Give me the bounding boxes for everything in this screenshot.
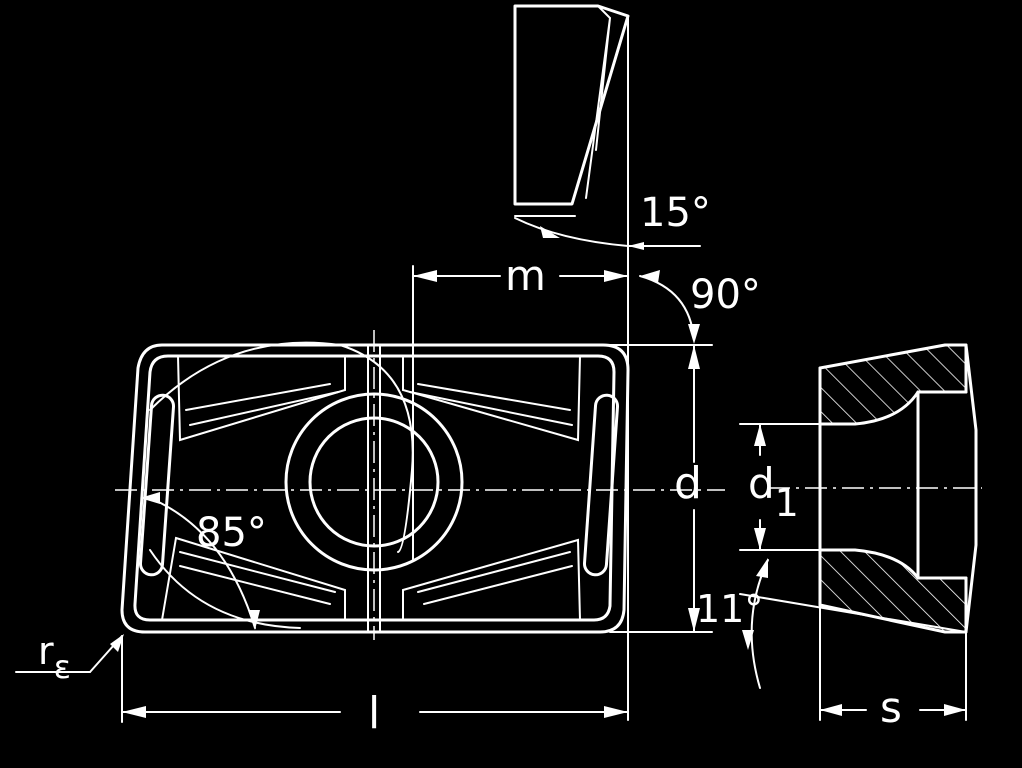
angle-11-reference-line: [739, 593, 967, 633]
m-arrow-right: [604, 270, 628, 282]
s-arrow-right: [944, 704, 966, 716]
r-epsilon-sub: ε: [54, 648, 71, 686]
angle-15-arc: [514, 217, 629, 247]
angle-85-arc: [149, 497, 256, 629]
dim-m-label: m: [505, 251, 546, 300]
d-arrow-bottom: [688, 608, 700, 632]
d1-arrow-bottom: [754, 528, 766, 550]
dim-d-label: d: [674, 458, 702, 509]
m-arrow-left: [413, 270, 437, 282]
dimension-l: l: [121, 635, 629, 739]
angle-90: 90°: [639, 270, 761, 344]
angle-85-label: 85°: [196, 510, 267, 556]
dim-l-label: l: [368, 688, 380, 739]
angle-90-arc: [639, 275, 695, 341]
angle-90-arrow-bottom: [688, 324, 700, 344]
groove-right: [582, 393, 620, 577]
angle-11-arrow-bottom: [742, 630, 754, 650]
front-view: 85°: [115, 330, 725, 640]
radius-callout: rε: [15, 629, 124, 686]
side-view-facet-lines: [585, 5, 612, 199]
pocket-bottom-left: [160, 536, 346, 621]
s-arrow-left: [820, 704, 842, 716]
pocket-top-right: [402, 355, 582, 442]
dimension-d: d: [609, 344, 713, 633]
angle-85-arrow-left: [140, 492, 160, 504]
pocket-top-left: [176, 355, 346, 442]
dim-d1-base: d: [748, 459, 775, 508]
dim-d1-sub: 1: [775, 481, 799, 525]
section-view: d1: [739, 343, 982, 634]
r-epsilon-base: r: [38, 629, 54, 673]
angle-11: 11°: [696, 558, 967, 689]
section-outline: [818, 343, 978, 634]
insert-inner-outline: [133, 354, 616, 622]
l-arrow-left: [122, 706, 146, 718]
dimension-s: s: [819, 604, 967, 732]
construction-arc: [149, 341, 414, 629]
side-view-outline: [513, 4, 630, 206]
angle-11-label: 11°: [696, 587, 763, 631]
groove-left: [138, 393, 176, 577]
section-hatch-top: [818, 343, 968, 426]
d1-arrow-top: [754, 424, 766, 446]
angle-85-arrow-bottom: [248, 610, 260, 630]
pocket-bottom-right-groove: [417, 551, 573, 605]
dim-s-label: s: [880, 683, 902, 732]
angle-15-arrow-left: [540, 226, 560, 238]
pocket-top-left-groove: [185, 383, 339, 426]
dim-d1-label: d1: [748, 459, 799, 525]
top-side-view: 15°: [513, 4, 711, 250]
pocket-bottom-left-groove: [179, 551, 336, 605]
r-epsilon-arrow: [110, 634, 124, 652]
angle-11-arrow-top: [756, 558, 768, 578]
r-epsilon-label: rε: [38, 629, 71, 686]
pocket-top-right-groove: [409, 383, 573, 426]
angle-90-label: 90°: [690, 272, 761, 318]
d-arrow-top: [688, 345, 700, 369]
pocket-bottom-right: [402, 538, 582, 621]
angle-90-arrow-top: [640, 270, 660, 283]
angle-15-label: 15°: [640, 190, 711, 236]
l-arrow-right: [604, 706, 628, 718]
insert-outer-outline: [120, 343, 630, 634]
